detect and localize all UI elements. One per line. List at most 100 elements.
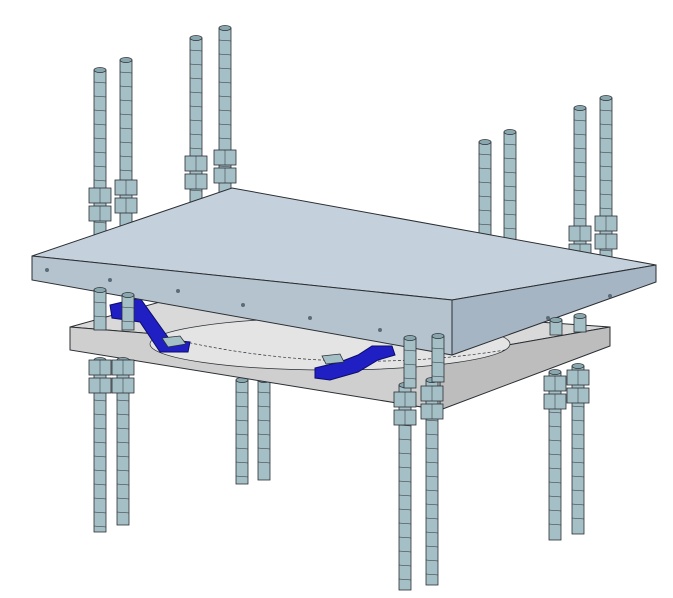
bolt-end [189,35,203,41]
bolt-shaft [121,294,135,331]
bolt-end [599,95,613,101]
thread-line [93,301,107,304]
thread-line [478,167,492,170]
thread-line [425,559,439,562]
thread-line [93,427,107,430]
thread-line [573,217,587,220]
thread-line [503,157,517,160]
thread-line [235,461,249,464]
thread-line [571,405,585,408]
thread-line [257,447,271,450]
thread-line [116,441,130,444]
thread-line [548,495,562,498]
thread-line [218,95,232,98]
screw-hole [176,289,180,293]
thread-line [573,175,587,178]
bolt-shaft [403,337,417,389]
thread-line [93,455,107,458]
upper-bolt [88,67,112,241]
thread-line [235,419,249,422]
bolt-end [431,333,445,339]
thread-line [116,497,130,500]
thread-line [548,509,562,512]
thread-line [599,109,613,112]
front-bolt-group [88,287,590,591]
thread-line [478,223,492,226]
spacer-post [431,333,445,383]
screw-hole [308,316,312,320]
thread-line [257,433,271,436]
thread-line [503,171,517,174]
thread-line [599,165,613,168]
bolt-shaft [93,289,107,331]
top-plate-side-face [451,264,657,356]
thread-line [93,315,107,318]
thread-line [425,461,439,464]
upper-bolt [184,35,208,211]
upper-bolt [213,25,237,206]
thread-line [189,133,203,136]
thread-line [93,483,107,486]
thread-line [571,489,585,492]
thread-line [599,151,613,154]
thread-line [599,249,613,252]
bolt-end [478,139,492,145]
clamp-left-bolt-head [161,335,187,348]
lower-bolt [235,377,249,485]
thread-line [116,483,130,486]
thread-line [398,536,412,539]
thread-line [599,137,613,140]
thread-line [571,461,585,464]
bolt-end [121,292,135,298]
thread-line [398,452,412,455]
thread-line [571,517,585,520]
upper-bolt [568,105,592,283]
bolt-shaft [257,379,271,481]
thread-line [218,165,232,168]
bolt-end [93,67,107,73]
screw-hole [378,328,382,332]
thread-line [571,419,585,422]
thread-line [571,447,585,450]
thread-line [257,419,271,422]
thread-line [119,141,133,144]
thread-line [257,391,271,394]
thread-line [218,39,232,42]
thread-line [116,455,130,458]
thread-line [189,147,203,150]
screw-hole [241,303,245,307]
thread-line [431,347,445,350]
thread-line [548,481,562,484]
thread-line [119,113,133,116]
thread-line [398,438,412,441]
thread-line [93,441,107,444]
thread-line [398,466,412,469]
thread-line [478,195,492,198]
thread-line [548,425,562,428]
thread-line [425,531,439,534]
thread-line [93,123,107,126]
lower-bolt [88,357,112,533]
thread-line [398,522,412,525]
thread-line [478,181,492,184]
thread-line [93,151,107,154]
bolt-end [573,313,587,319]
thread-line [425,517,439,520]
bolt-end [573,105,587,111]
thread-line [599,123,613,126]
bolt-shaft [431,335,445,383]
thread-line [548,411,562,414]
thread-line [425,573,439,576]
bolt-end [549,317,563,323]
bolt-end [548,369,562,375]
thread-line [235,405,249,408]
thread-line [116,413,130,416]
thread-line [548,523,562,526]
lower-bolt [566,363,590,535]
clamp-right-bolt-head [321,353,345,365]
thread-line [425,447,439,450]
thread-line [119,99,133,102]
thread-line [425,475,439,478]
thread-line [121,306,135,309]
thread-line [119,169,133,172]
